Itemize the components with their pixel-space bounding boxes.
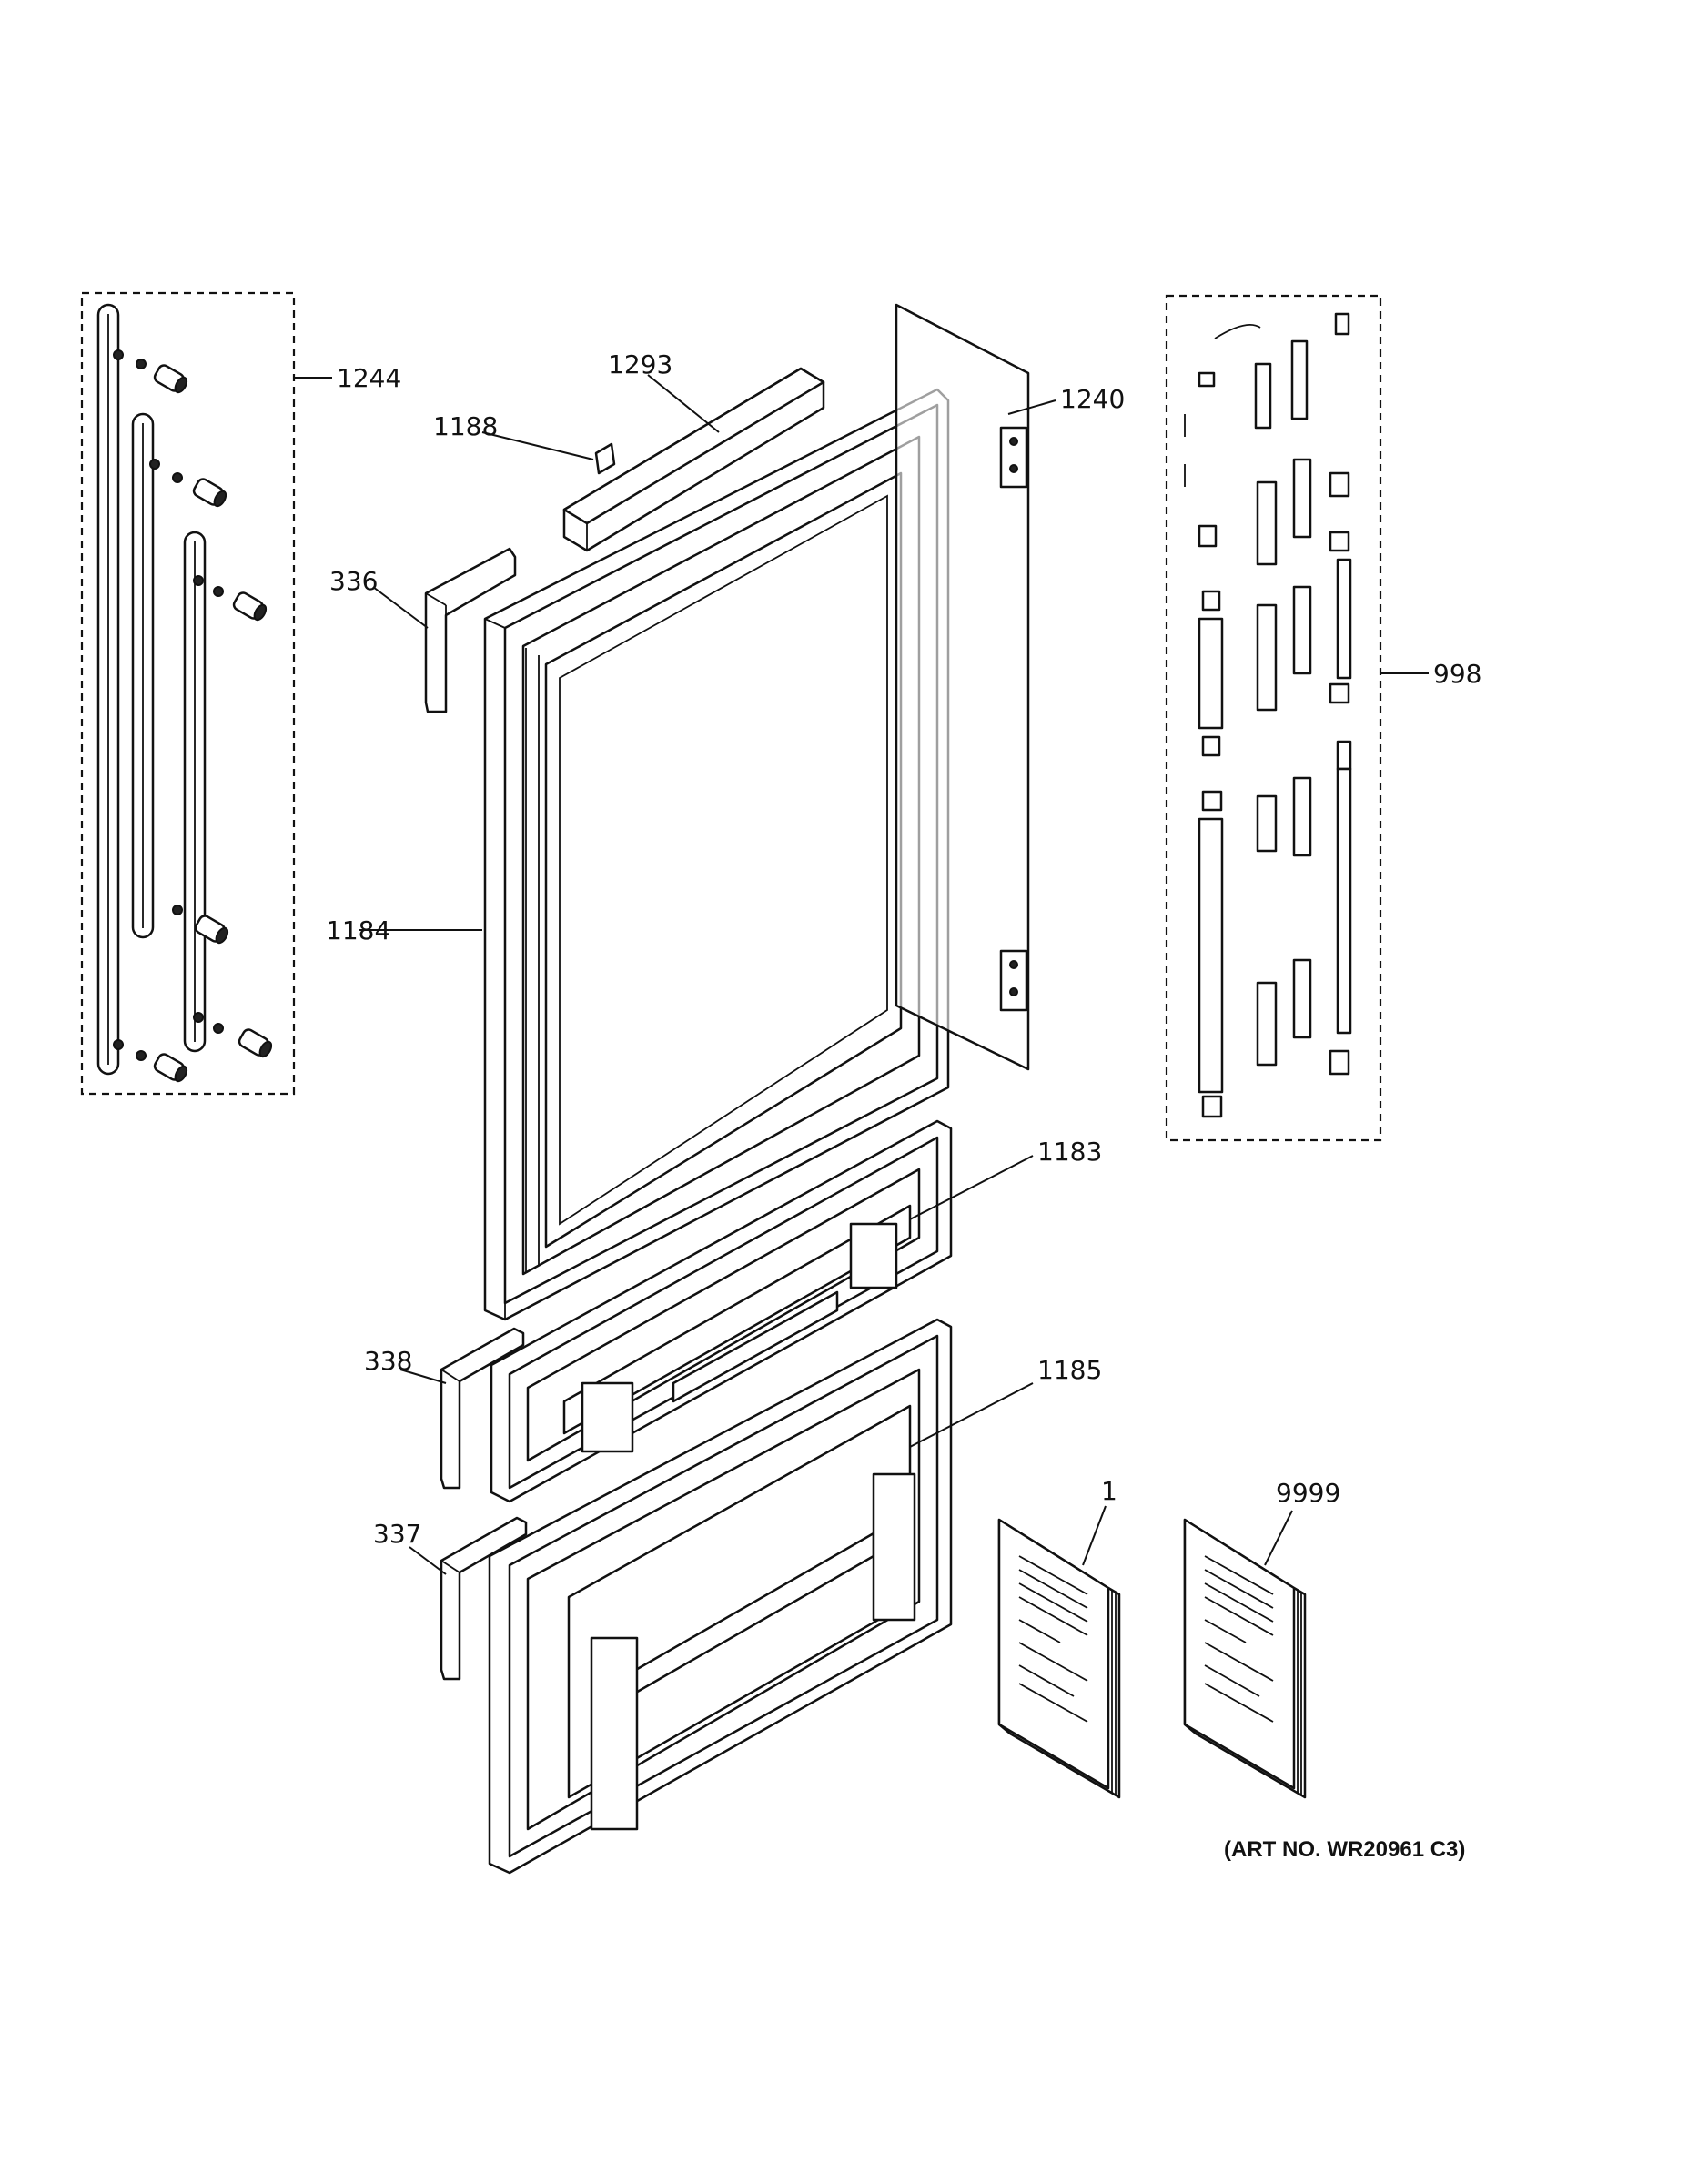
trim-338: 338 — [364, 1327, 525, 1490]
literature-1: 1 — [997, 1476, 1121, 1799]
trim-337: 337 — [373, 1516, 528, 1681]
hinge-kit-group: 998 — [1165, 294, 1481, 1142]
handle-long — [96, 303, 120, 1076]
callout-1: 1 — [1101, 1476, 1117, 1506]
trim-clip-1188 — [594, 442, 616, 475]
leader-1 — [1082, 1505, 1107, 1566]
leader-1183 — [909, 1155, 1034, 1220]
convertible-drawer-1183: 1183 — [490, 1119, 1102, 1503]
hinge-kit-dashed-box — [1165, 294, 1382, 1142]
handle-kit-group: 1244 — [80, 291, 401, 1096]
callout-337: 337 — [373, 1519, 421, 1549]
callout-1240: 1240 — [1060, 384, 1125, 414]
leader-1240 — [1007, 399, 1056, 415]
callout-1185: 1185 — [1037, 1355, 1102, 1385]
handle-short — [183, 531, 207, 1053]
fresh-food-door-1184: 1184 — [326, 388, 950, 1321]
callout-1244: 1244 — [337, 363, 401, 393]
leader-337 — [409, 1546, 447, 1575]
leader-1185 — [909, 1382, 1034, 1448]
callout-9999: 9999 — [1276, 1478, 1340, 1508]
leader-338 — [399, 1369, 447, 1384]
callout-1183: 1183 — [1037, 1137, 1102, 1167]
art-number: (ART NO. WR20961 C3) — [1224, 1837, 1465, 1862]
callout-1293: 1293 — [608, 349, 672, 379]
callout-1184: 1184 — [326, 915, 390, 945]
top-trim-group: 1293 1188 — [433, 349, 825, 552]
leader-336 — [372, 586, 429, 629]
leader-1293 — [647, 374, 720, 433]
callout-336: 336 — [329, 566, 378, 596]
handle-medium — [131, 412, 155, 939]
callout-1188: 1188 — [433, 411, 498, 441]
literature-9999: 9999 — [1183, 1478, 1340, 1799]
freezer-drawer-1185: 1185 — [488, 1318, 1102, 1875]
callout-338: 338 — [364, 1346, 412, 1376]
handle-kit-dashed-box — [80, 291, 296, 1096]
callout-998: 998 — [1433, 659, 1481, 689]
leader-1188 — [481, 431, 594, 460]
side-trim-336: 336 — [329, 547, 517, 713]
glass-panel-1240: 1240 — [895, 303, 1125, 1071]
handle-standoffs — [113, 349, 273, 1083]
leader-9999 — [1264, 1510, 1293, 1566]
